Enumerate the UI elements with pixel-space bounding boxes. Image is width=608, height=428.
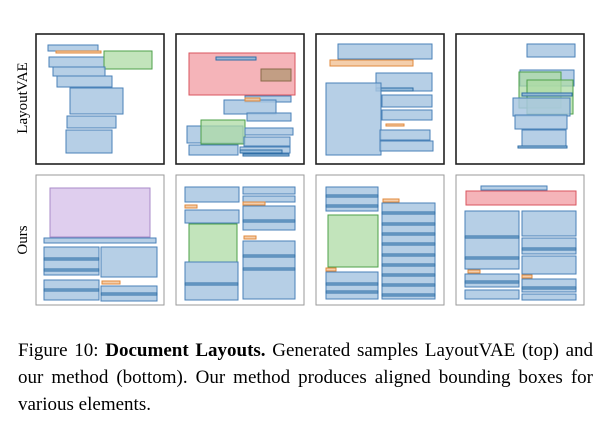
text-box xyxy=(464,289,520,300)
text-box xyxy=(381,109,433,121)
figure-box xyxy=(200,119,246,145)
list-box xyxy=(381,253,436,257)
figure-box xyxy=(103,50,153,70)
list-box xyxy=(325,290,379,294)
list-box xyxy=(381,263,436,267)
figure-box xyxy=(188,223,238,263)
image-box xyxy=(49,187,151,238)
figure-caption: Figure 10: Document Layouts. Generated s… xyxy=(18,337,593,418)
list-box xyxy=(381,273,436,277)
list-box xyxy=(239,149,283,154)
list-box xyxy=(43,257,100,261)
text-box xyxy=(43,237,157,244)
text-box xyxy=(381,202,436,300)
list-box xyxy=(381,211,436,215)
text-box xyxy=(337,43,433,60)
caption-box xyxy=(385,123,405,127)
list-box xyxy=(325,194,379,198)
text-box xyxy=(184,186,240,203)
text-box xyxy=(521,278,577,293)
text-box xyxy=(52,66,106,77)
text-box xyxy=(243,136,291,147)
list-box xyxy=(184,282,239,286)
text-box xyxy=(526,43,576,58)
list-box xyxy=(325,282,379,286)
text-box xyxy=(184,261,239,301)
list-box xyxy=(242,267,296,271)
list-box xyxy=(381,232,436,236)
text-box xyxy=(379,129,431,141)
list-box xyxy=(215,56,257,61)
text-box xyxy=(223,99,277,115)
list-box xyxy=(381,242,436,246)
list-box xyxy=(521,247,577,251)
list-box xyxy=(464,280,520,284)
caption-box xyxy=(382,198,400,203)
picture-box xyxy=(260,68,292,82)
list-box xyxy=(242,254,296,258)
text-box xyxy=(521,237,577,255)
caption-box xyxy=(55,50,102,54)
list-box xyxy=(517,145,568,149)
text-box xyxy=(244,127,294,136)
caption-box xyxy=(244,97,261,102)
text-box xyxy=(100,246,158,278)
row-label-ours: Ours xyxy=(15,225,31,254)
list-box xyxy=(375,87,414,92)
caption-box xyxy=(521,274,533,279)
list-box xyxy=(242,153,290,157)
text-box xyxy=(47,44,99,52)
list-box xyxy=(521,286,577,290)
figure-box xyxy=(327,214,379,268)
text-box xyxy=(381,94,433,108)
title-box xyxy=(465,190,577,206)
caption-box xyxy=(101,280,121,285)
text-box xyxy=(242,195,296,203)
text-box xyxy=(325,82,382,156)
text-box xyxy=(521,293,577,301)
caption-box xyxy=(325,267,337,272)
text-box xyxy=(188,144,239,156)
document-layouts-figure: LayoutVAE Ours xyxy=(15,33,585,306)
text-box xyxy=(464,210,520,270)
text-box xyxy=(521,129,567,147)
list-box xyxy=(381,293,436,297)
text-box xyxy=(379,140,434,152)
text-box xyxy=(56,75,113,88)
text-box xyxy=(514,114,568,130)
list-box xyxy=(325,204,379,208)
list-box xyxy=(100,292,158,296)
caption-box xyxy=(184,204,198,209)
text-box xyxy=(521,255,577,275)
list-box xyxy=(464,256,520,260)
text-box xyxy=(246,112,292,122)
text-box xyxy=(242,186,296,195)
text-box xyxy=(521,210,577,237)
list-box xyxy=(242,219,296,223)
list-box xyxy=(381,283,436,287)
list-box xyxy=(521,92,573,97)
caption-box xyxy=(243,235,257,240)
text-box xyxy=(184,209,240,224)
caption-body: Generated samples LayoutVAE (top) and ou… xyxy=(18,340,594,415)
list-box xyxy=(381,222,436,226)
text-box xyxy=(512,97,571,117)
text-box xyxy=(242,205,296,231)
caption-title: Document Layouts. xyxy=(105,340,266,361)
caption-box xyxy=(329,59,414,67)
text-box xyxy=(69,87,124,115)
caption-box xyxy=(467,269,481,274)
list-box xyxy=(464,235,520,239)
row-label-layoutvae: LayoutVAE xyxy=(15,62,31,133)
caption-box xyxy=(242,201,266,206)
caption-figure-number: Figure 10: xyxy=(18,340,99,361)
list-box xyxy=(43,288,100,292)
text-box xyxy=(65,129,113,154)
text-box xyxy=(480,185,548,191)
list-box xyxy=(43,268,100,272)
text-box xyxy=(48,56,105,68)
text-box xyxy=(66,115,117,129)
